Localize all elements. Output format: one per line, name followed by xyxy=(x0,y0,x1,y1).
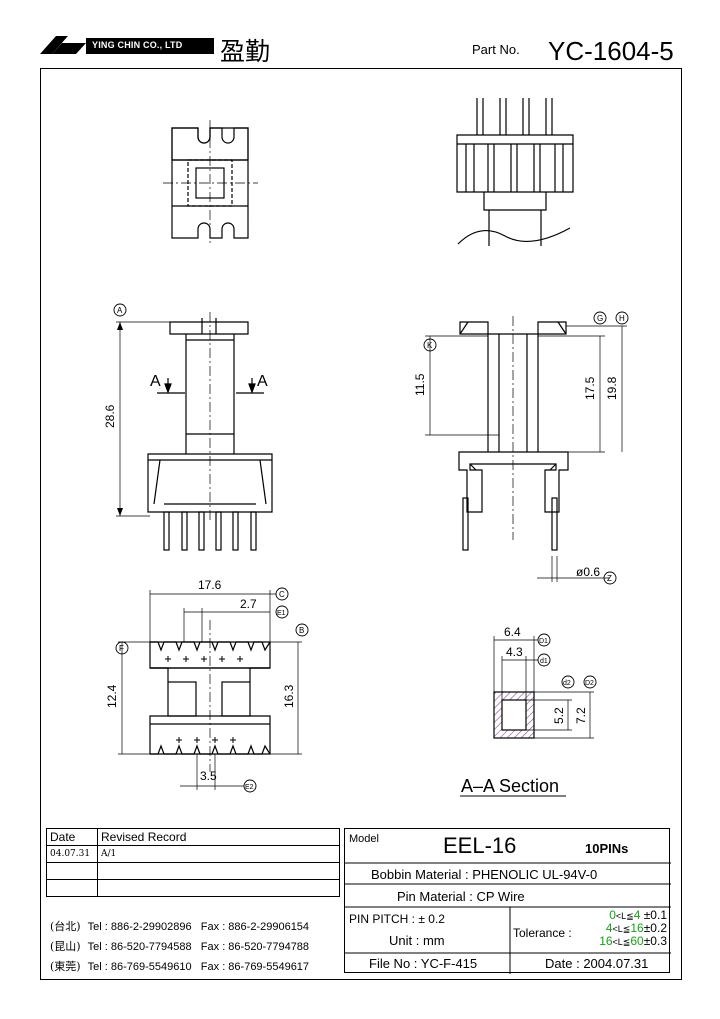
dim-3-5: 3.5 xyxy=(200,769,217,783)
section-title: A–A Section xyxy=(461,776,559,796)
bobbin-material-label: Bobbin Material : xyxy=(371,867,469,882)
callout-b: B xyxy=(299,626,304,635)
unit-value: mm xyxy=(422,933,445,948)
pin-pitch-label: PIN PITCH : xyxy=(349,912,416,926)
unit-row: Unit : mm xyxy=(389,933,445,948)
tolerance-label: Tolerance : xyxy=(513,926,572,940)
file-no-row: File No : YC-F-415 xyxy=(369,956,477,971)
callout-e2: E2 xyxy=(245,784,254,791)
callout-k: K xyxy=(427,341,433,350)
date-label: Date : xyxy=(545,956,580,971)
pin-material-row: Pin Material : CP Wire xyxy=(397,889,525,904)
section-mark-a-right: A xyxy=(257,373,268,390)
bottom-view xyxy=(115,587,309,793)
top-view xyxy=(163,120,258,244)
contact-fax: Fax : 86-520-7794788 xyxy=(200,941,310,953)
contact-region: (昆山) xyxy=(50,940,81,953)
revision-row-record xyxy=(97,879,340,897)
revision-record-header: Revised Record xyxy=(97,828,340,846)
bobbin-material-row: Bobbin Material : PHENOLIC UL-94V-0 xyxy=(371,867,597,882)
revision-row-record xyxy=(97,862,340,880)
contact-row: (東莞) Tel : 86-769-5549610 Fax : 86-769-5… xyxy=(50,958,309,974)
revision-row-record: A/1 xyxy=(97,845,340,863)
contact-region: (台北) xyxy=(50,920,81,933)
callout-d1-lower: d1 xyxy=(540,658,548,665)
dim-height-total: 28.6 xyxy=(103,404,117,428)
drawing-frame xyxy=(40,68,682,980)
contact-row: (台北) Tel : 886-2-29902896 Fax : 886-2-29… xyxy=(50,918,309,934)
part-number-label: Part No. xyxy=(472,42,520,57)
callout-c: C xyxy=(279,590,285,599)
dim-17-6: 17.6 xyxy=(198,578,222,592)
callout-g: G xyxy=(597,314,603,323)
tolerance-row: 0<L≦4 ±0.1 xyxy=(609,908,667,922)
callout-d2-upper: D2 xyxy=(585,680,594,687)
revision-row-date xyxy=(46,862,98,880)
dim-12-4: 12.4 xyxy=(105,684,119,708)
pin-pitch-value: ± 0.2 xyxy=(418,912,445,926)
callout-f: F xyxy=(119,644,124,653)
tolerance-row: 16<L≦60±0.3 xyxy=(599,934,667,948)
unit-label: Unit : xyxy=(389,933,420,948)
dim-7-2: 7.2 xyxy=(574,707,588,724)
dim-19-8: 19.8 xyxy=(605,376,619,400)
pin-material-label: Pin Material : xyxy=(397,889,473,904)
pin-pitch-row: PIN PITCH : ± 0.2 xyxy=(349,912,445,926)
company-logo xyxy=(40,36,214,54)
callout-d1-upper: D1 xyxy=(539,638,548,645)
dim-5-2: 5.2 xyxy=(552,707,566,724)
section-view xyxy=(423,311,629,585)
callout-z: Z xyxy=(607,574,612,583)
contact-tel: Tel : 86-769-5549610 xyxy=(87,961,192,973)
a-a-section-view xyxy=(460,633,597,797)
pin-count: 10PINs xyxy=(585,841,629,856)
callout-a: A xyxy=(117,306,123,315)
contact-fax: Fax : 886-2-29906154 xyxy=(200,921,310,933)
revision-row-date: 04.07.31 xyxy=(46,845,98,863)
dim-6-4: 6.4 xyxy=(504,625,521,639)
date-row: Date : 2004.07.31 xyxy=(545,956,648,971)
front-view xyxy=(113,303,273,551)
pin-material-value: CP Wire xyxy=(476,889,525,904)
model-name: EEL-16 xyxy=(443,833,517,858)
file-no-value: YC-F-415 xyxy=(420,956,478,971)
contact-tel: Tel : 86-520-7794588 xyxy=(87,941,192,953)
contact-fax: Fax : 86-769-5549617 xyxy=(200,961,310,973)
callout-d2-lower: d2 xyxy=(563,680,571,687)
company-chinese-name: 盈勤 xyxy=(220,37,271,66)
title-block: Model EEL-16 10PINs Bobbin Material : PH… xyxy=(344,828,671,974)
contact-region: (東莞) xyxy=(50,960,81,973)
date-value: 2004.07.31 xyxy=(583,956,649,971)
part-number: YC-1604-5 xyxy=(548,36,674,66)
dim-16-3: 16.3 xyxy=(282,684,296,708)
dim-4-3: 4.3 xyxy=(506,645,523,659)
revision-row-date xyxy=(46,879,98,897)
dim-11-5: 11.5 xyxy=(413,373,427,396)
tolerance-table: 0<L≦4 ±0.1 4<L≦16±0.2 16<L≦60±0.3 xyxy=(579,909,667,948)
contact-tel: Tel : 886-2-29902896 xyxy=(87,921,192,933)
revision-table: Date Revised Record 04.07.31 A/1 xyxy=(46,828,340,897)
section-mark-a-left: A xyxy=(150,373,161,390)
callout-e1: E1 xyxy=(277,610,286,617)
company-name: YING CHIN CO., LTD xyxy=(92,40,183,50)
revision-date-header: Date xyxy=(46,828,98,846)
bobbin-material-value: PHENOLIC UL-94V-0 xyxy=(472,867,598,882)
model-label: Model xyxy=(349,833,379,845)
callout-h: H xyxy=(619,314,625,323)
title-block-grid xyxy=(345,862,671,974)
file-no-label: File No : xyxy=(369,956,418,971)
contact-row: (昆山) Tel : 86-520-7794588 Fax : 86-520-7… xyxy=(50,938,309,954)
dim-17-5: 17.5 xyxy=(583,376,597,400)
tolerance-row: 4<L≦16±0.2 xyxy=(605,921,667,935)
side-view xyxy=(456,98,574,246)
dim-2-7: 2.7 xyxy=(240,597,257,611)
dim-pin-diameter: ø0.6 xyxy=(576,565,600,579)
